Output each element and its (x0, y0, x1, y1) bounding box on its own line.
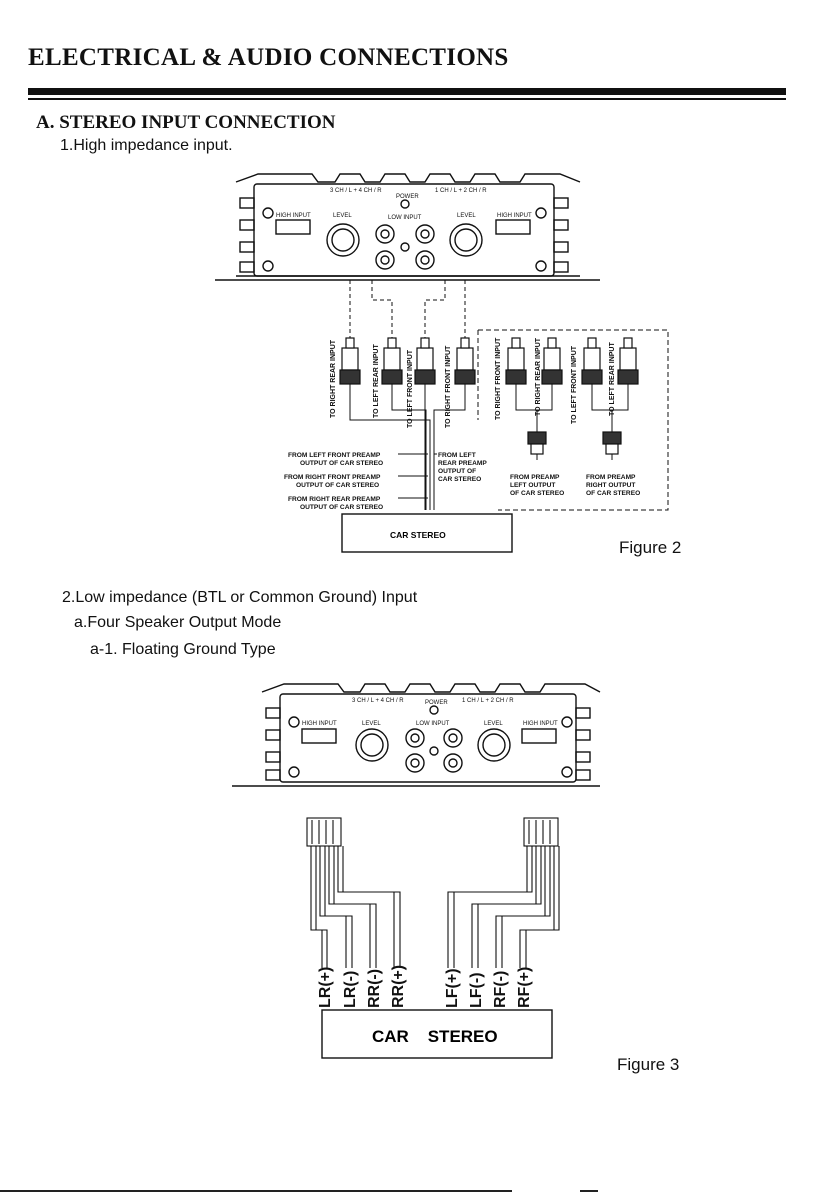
low-input-label-2: LOW INPUT (416, 721, 450, 727)
label-left-rear-input: TO LEFT REAR INPUT (373, 344, 380, 418)
wire-rf-plus: RF(+) (516, 967, 533, 1008)
wire-rr-minus: RR(-) (366, 969, 383, 1008)
figure-3-label: Figure 3 (617, 1055, 680, 1074)
inset-label-left-rear: TO LEFT REAR INPUT (609, 342, 616, 416)
item-floating-ground: a-1. Floating Ground Type (90, 641, 276, 658)
figure-3-diagram: 3 CH / L + 4 CH / R 1 CH / L + 2 CH / R … (232, 683, 601, 1059)
from-lr-3: OUTPUT OF (438, 468, 476, 475)
rca-plugs (339, 337, 639, 455)
title-rule-thin (28, 98, 786, 100)
from-rr-l2: OUTPUT OF CAR STEREO (300, 504, 383, 511)
item-high-impedance: 1.High impedance input. (60, 137, 233, 154)
high-input-label: HIGH INPUT (276, 213, 311, 219)
high-input-label-right: HIGH INPUT (497, 213, 532, 219)
wire-lf-minus: LF(-) (468, 972, 485, 1008)
amplifier-panel-bottom (232, 683, 601, 787)
page-title: ELECTRICAL & AUDIO CONNECTIONS (28, 44, 509, 71)
item-low-impedance: 2.Low impedance (BTL or Common Ground) I… (62, 589, 418, 606)
wire-harness (306, 817, 560, 968)
low-input-label: LOW INPUT (388, 215, 422, 221)
rca-input-labels: TO RIGHT REAR INPUT TO LEFT REAR INPUT T… (330, 337, 616, 428)
section-heading: A. STEREO INPUT CONNECTION (36, 112, 336, 133)
ch-right-label-2: 1 CH / L + 2 CH / R (462, 698, 514, 704)
from-preamp-labels: FROM LEFT FRONT PREAMP OUTPUT OF CAR STE… (284, 452, 640, 511)
from-lr-2: REAR PREAMP (438, 460, 487, 467)
inset-right-1: FROM PREAMP (586, 474, 636, 481)
level-label-2: LEVEL (362, 721, 381, 727)
wire-rf-minus: RF(-) (492, 971, 509, 1008)
car-stereo-box-2 (321, 1009, 553, 1059)
inset-left-2: LEFT OUTPUT (510, 482, 555, 489)
from-lr-4: CAR STEREO (438, 476, 481, 483)
from-lf-l1: FROM LEFT FRONT PREAMP (288, 452, 381, 459)
ch-left-label-2: 3 CH / L + 4 CH / R (352, 698, 404, 704)
car-stereo-label-2: CAR STEREO (372, 1027, 498, 1046)
car-stereo-label: CAR STEREO (390, 530, 446, 540)
inset-left-3: OF CAR STEREO (510, 490, 564, 497)
power-label: POWER (396, 194, 419, 200)
figure-2-label: Figure 2 (619, 538, 682, 557)
rca-wires (349, 384, 629, 510)
bottom-rule-short (580, 1190, 598, 1192)
high-input-label-2: HIGH INPUT (302, 721, 337, 727)
wire-lr-plus: LR(+) (317, 967, 334, 1008)
title-rule-thick (28, 88, 786, 95)
wire-lf-plus: LF(+) (444, 968, 461, 1008)
label-right-rear-input: TO RIGHT REAR INPUT (330, 339, 337, 418)
level-label: LEVEL (333, 213, 352, 219)
inset-label-right-rear: TO RIGHT REAR INPUT (535, 337, 542, 416)
wire-rr-plus: RR(+) (390, 965, 407, 1008)
car-stereo-box (341, 513, 513, 553)
amplifier-panel-bottom-labels: 3 CH / L + 4 CH / R 1 CH / L + 2 CH / R … (302, 698, 558, 727)
label-left-front-input: TO LEFT FRONT INPUT (407, 349, 414, 428)
inset-left-1: FROM PREAMP (510, 474, 560, 481)
inset-right-3: OF CAR STEREO (586, 490, 640, 497)
inset-label-right-front: TO RIGHT FRONT INPUT (495, 337, 502, 420)
from-lf-l2: OUTPUT OF CAR STEREO (300, 460, 383, 467)
amplifier-panel-labels: 3 CH / L + 4 CH / R 1 CH / L + 2 CH / R … (276, 188, 532, 221)
from-rr-l1: FROM RIGHT REAR PREAMP (288, 496, 381, 503)
label-right-front-input: TO RIGHT FRONT INPUT (445, 345, 452, 428)
level-label-2r: LEVEL (484, 721, 503, 727)
level-label-right: LEVEL (457, 213, 476, 219)
wire-lr-minus: LR(-) (342, 971, 359, 1008)
high-input-label-2r: HIGH INPUT (523, 721, 558, 727)
ch-right-label: 1 CH / L + 2 CH / R (435, 188, 487, 194)
power-label-2: POWER (425, 700, 448, 706)
from-rf-l1: FROM RIGHT FRONT PREAMP (284, 474, 381, 481)
amplifier-panel-top (215, 173, 600, 281)
from-lr-1: FROM LEFT (438, 452, 476, 459)
item-four-speaker: a.Four Speaker Output Mode (74, 614, 282, 631)
wire-labels: LR(+) LR(-) RR(-) RR(+) LF(+) LF(-) RF(-… (317, 965, 533, 1008)
leader-lines (398, 453, 437, 499)
ch-left-label: 3 CH / L + 4 CH / R (330, 188, 382, 194)
figure-2-diagram: 3 CH / L + 4 CH / R 1 CH / L + 2 CH / R … (215, 173, 669, 553)
from-rf-l2: OUTPUT OF CAR STEREO (296, 482, 379, 489)
bottom-rule (0, 1190, 512, 1192)
inset-right-2: RIGHT OUTPUT (586, 482, 635, 489)
inset-label-left-front: TO LEFT FRONT INPUT (571, 345, 578, 424)
